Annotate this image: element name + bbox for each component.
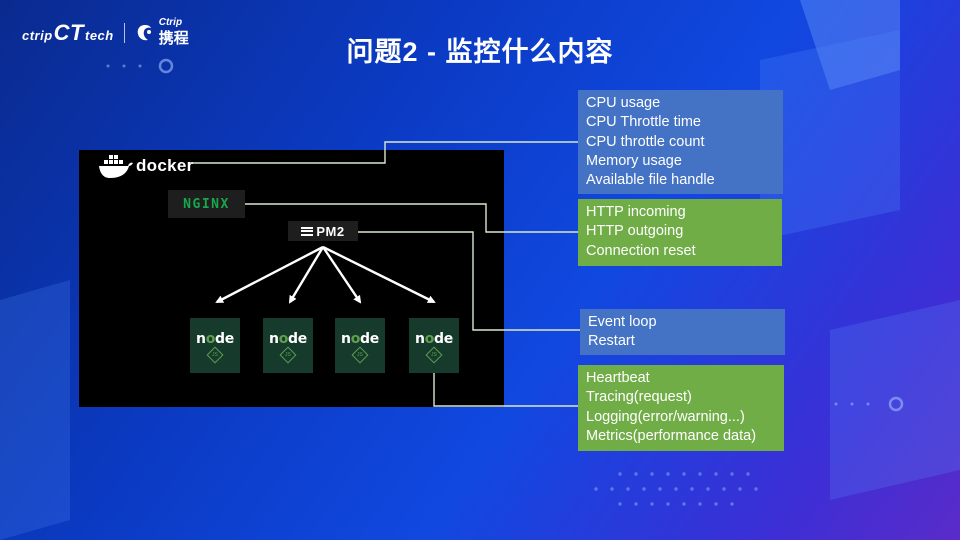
metric-item: Event loop [588,314,657,330]
container-metrics-box: CPU usage CPU Throttle time CPU throttle… [578,90,783,194]
node-logo-text: node [341,330,379,347]
docker-whale-icon [99,155,133,178]
node-js-badge-icon: JS [279,346,297,363]
metric-item: CPU usage [586,95,661,111]
node-logo-text: node [415,330,453,347]
node-js-badge-icon: JS [425,346,443,363]
ctrip-logo: Ctrip 携程 [135,18,189,48]
metric-item: Logging(error/warning...) [586,408,745,425]
node-js-badge-icon: JS [351,346,369,363]
nginx-logo: NGINX [168,190,245,218]
metric-item: Connection reset [586,242,696,259]
node-logo-text: node [269,330,307,347]
metric-item: CPU throttle count [586,133,705,150]
ctrip-tech-logo: ctripCTtech [22,20,114,45]
node-logo-text: node [196,330,234,347]
http-metrics-box: HTTP incoming HTTP outgoing Connection r… [578,199,782,266]
node-tile-4: node JS [409,318,459,373]
pm2-logo: PM2 [288,221,358,241]
metric-item: Heartbeat [586,370,650,386]
nginx-label: NGINX [183,196,230,212]
node-tile-3: node JS [335,318,385,373]
logo-bar: ctripCTtech Ctrip 携程 [22,18,189,48]
metric-item: CPU Throttle time [586,114,701,131]
metric-item: Tracing(request) [586,389,692,406]
app-metrics-box: Heartbeat Tracing(request) Logging(error… [578,365,784,451]
pm2-bars-icon [301,226,314,236]
page-title: 问题2 - 监控什么内容 [346,37,614,67]
node-tile-2: node JS [263,318,313,373]
logo-divider [123,23,125,43]
metric-item: Metrics(performance data) [586,427,757,444]
node-js-badge-icon: JS [206,346,224,363]
metric-item: Memory usage [586,152,682,169]
ctrip-dolphin-icon [137,25,151,41]
metric-item: Available file handle [586,172,715,189]
process-metrics-box: Event loop Restart [580,309,785,355]
metric-item: HTTP outgoing [586,223,684,240]
metric-item: HTTP incoming [586,204,686,220]
docker-label: docker [136,156,194,175]
node-tile-1: node JS [190,318,240,373]
pm2-label: PM2 [316,223,345,239]
metric-item: Restart [588,333,635,350]
docker-logo: docker [98,152,194,180]
